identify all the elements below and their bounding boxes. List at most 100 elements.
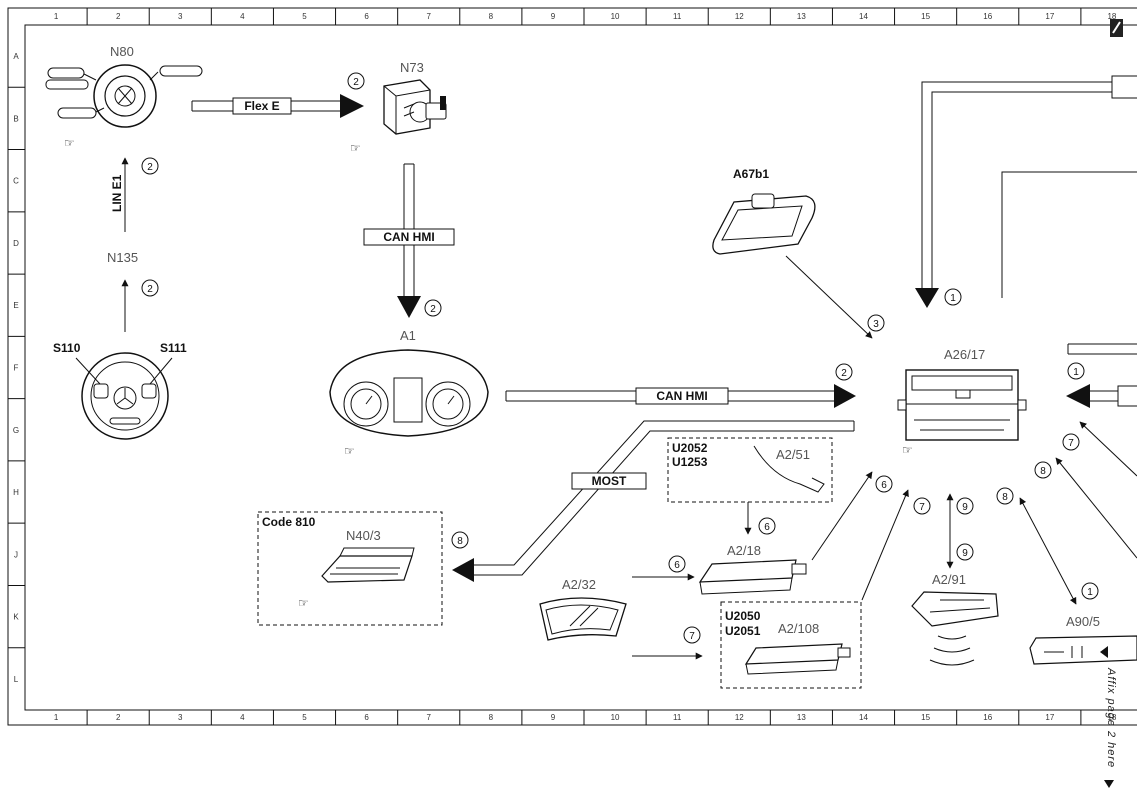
n73-reference-hand-icon: ☞: [350, 141, 361, 155]
a67b1-arrow: [785, 255, 873, 339]
grid-column-label: 6: [364, 12, 369, 21]
marker-circle: [141, 279, 159, 297]
marker-number: 9: [962, 548, 968, 559]
grid-row-label: E: [13, 301, 18, 310]
grid-row-label: K: [13, 613, 19, 622]
u2050-label: U2050: [725, 609, 761, 623]
a67b1-mirror-camera: [712, 193, 816, 255]
a26-17-reference-hand-icon: ☞: [902, 443, 913, 457]
n73-label: N73: [400, 60, 424, 75]
marker-number: 6: [764, 522, 770, 533]
a2-18-label: A2/18: [727, 543, 761, 558]
u2051-label: U2051: [725, 624, 761, 638]
affix-page-note: Affix page 2 here: [1105, 667, 1117, 768]
marker-circle: [875, 475, 893, 493]
s110-label: S110: [53, 341, 81, 355]
marker-number: 7: [1068, 438, 1074, 449]
grid-column-label: 13: [797, 713, 806, 722]
a1-instrument-cluster: [329, 349, 489, 437]
right-edge-arrow-7: [1079, 421, 1137, 477]
grid-column-label: 14: [859, 12, 868, 21]
a1-label: A1: [400, 328, 416, 343]
grid-column-label: 3: [178, 713, 183, 722]
grid-column-label: 2: [116, 713, 121, 722]
a2-108-to-a26-17-arrow: [861, 489, 909, 601]
marker-number: 1: [950, 293, 956, 304]
bus-line-right: [1066, 343, 1137, 408]
grid-column-label: 8: [489, 713, 494, 722]
grid-column-label: 5: [302, 713, 307, 722]
right-edge-arrow-8: [1055, 457, 1137, 559]
grid-row-label: G: [13, 426, 19, 435]
grid-column-label: 8: [489, 12, 494, 21]
marker-number: 2: [430, 304, 436, 315]
grid-column-label: 12: [735, 713, 744, 722]
a90-5-control-panel: [1029, 635, 1137, 665]
a1-reference-hand-icon: ☞: [344, 444, 355, 458]
grid-column-label: 7: [426, 12, 431, 21]
grid-column-label: 9: [551, 713, 556, 722]
marker-circle: [758, 517, 776, 535]
grid-column-label: 12: [735, 12, 744, 21]
n80-steering-column-module: [45, 64, 203, 128]
grid-row-label: F: [14, 364, 19, 373]
grid-row-label: D: [13, 239, 19, 248]
grid-column-label: 16: [983, 713, 992, 722]
marker-number: 3: [873, 319, 879, 330]
marker-number: 8: [1002, 492, 1008, 503]
u2050-u2051-box: [720, 601, 862, 689]
grid-column-label: 3: [178, 12, 183, 21]
a90-5-bidirectional-arrow: [1019, 497, 1077, 605]
marker-number: 1: [1073, 367, 1079, 378]
marker-circle: [996, 487, 1014, 505]
marker-circle: [956, 497, 974, 515]
grid-column-label: 14: [859, 713, 868, 722]
marker-circle: [1062, 433, 1080, 451]
marker-circle: [867, 314, 885, 332]
grid-column-label: 1: [54, 713, 59, 722]
code-810-label: Code 810: [262, 515, 316, 529]
marker-circle: [944, 288, 962, 306]
a2-32-label: A2/32: [562, 577, 596, 592]
a2-108-antenna-module: [744, 643, 851, 675]
grid-row-label: H: [13, 488, 19, 497]
can-hmi-label-horizontal: CAN HMI: [656, 389, 707, 403]
grid-column-label: 11: [673, 713, 682, 722]
grid-column-label: 4: [240, 12, 245, 21]
grid-column-label: 7: [426, 713, 431, 722]
steering-wheel: [81, 352, 169, 440]
marker-circle: [1067, 362, 1085, 380]
marker-circle: [141, 157, 159, 175]
grid-row-label: L: [14, 675, 19, 684]
grid-column-label: 9: [551, 12, 556, 21]
grid-column-label: 4: [240, 713, 245, 722]
can-hmi-label-vertical: CAN HMI: [383, 230, 434, 244]
marker-number: 2: [841, 368, 847, 379]
a2-51-cable: [753, 445, 825, 493]
a26-17-label: A26/17: [944, 347, 985, 362]
marker-number: 6: [881, 480, 887, 491]
n40-3-amplifier: [321, 547, 415, 583]
marker-number: 7: [689, 631, 695, 642]
grid-row-label: C: [13, 177, 19, 186]
affix-note-arrow-icon: [1104, 780, 1114, 788]
n40-3-reference-hand-icon: ☞: [298, 596, 309, 610]
marker-number: 1: [1087, 587, 1093, 598]
marker-circle: [347, 72, 365, 90]
marker-number: 6: [674, 560, 680, 571]
grid-column-label: 2: [116, 12, 121, 21]
most-label: MOST: [592, 474, 627, 488]
u1253-label: U1253: [672, 455, 708, 469]
grid-row-label: A: [13, 52, 19, 61]
grid-column-label: 18: [1107, 713, 1116, 722]
n73-ignition-switch: [383, 79, 447, 135]
u2052-label: U2052: [672, 441, 708, 455]
marker-circle: [668, 555, 686, 573]
marker-circle: [835, 363, 853, 381]
marker-circle: [683, 626, 701, 644]
n40-3-label: N40/3: [346, 528, 381, 543]
marker-number: 8: [1040, 466, 1046, 477]
grid-column-label: 13: [797, 12, 806, 21]
n80-label: N80: [110, 44, 134, 59]
